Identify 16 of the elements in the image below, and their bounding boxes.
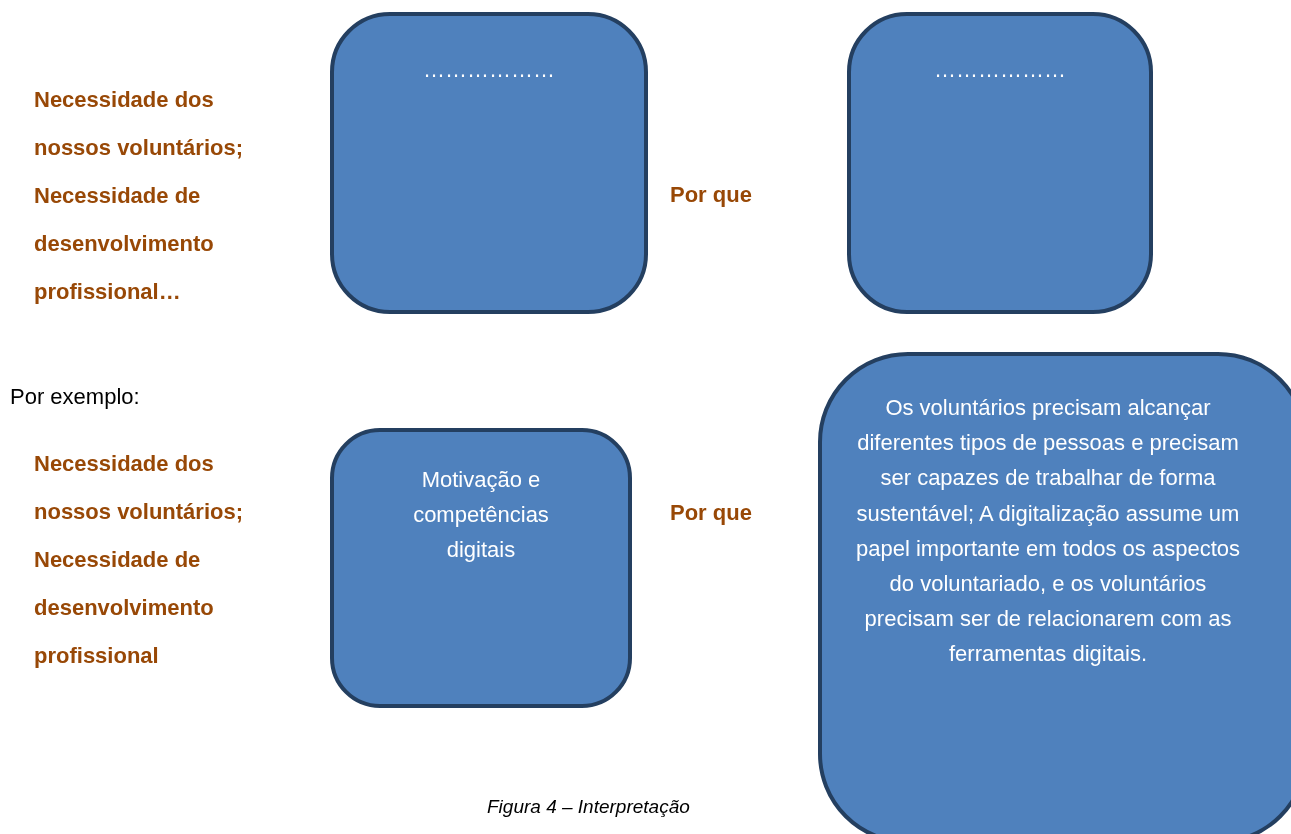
box-text: ……………… bbox=[934, 56, 1066, 84]
rounded-box bbox=[847, 12, 1153, 314]
requirement-text: Necessidade de desenvolvimento profissional… bbox=[34, 182, 215, 306]
box-text: Os voluntários precisam alcançar diferentes tipos de pessoas e precisam ser capazes de trabalhar de forma sustentável; A digitalização assume um papel importante em todos os aspectos do voluntariado, e os voluntários precisam ser de relacionarem com as ferramentas digitais. bbox=[855, 394, 1241, 669]
box-text: ……………… bbox=[423, 56, 555, 84]
requirement-text: Necessidade dos nossos voluntários; bbox=[34, 450, 245, 526]
rounded-box bbox=[330, 12, 648, 314]
requirement-text: Necessidade dos nossos voluntários; bbox=[34, 86, 245, 162]
example-heading: Por exemplo: bbox=[10, 384, 140, 410]
rounded-box bbox=[818, 352, 1291, 834]
rounded-box bbox=[330, 428, 632, 708]
why-label: Por que bbox=[670, 500, 752, 526]
why-label: Por que bbox=[670, 182, 752, 208]
requirement-text: Necessidade de desenvolvimento profissional bbox=[34, 546, 215, 670]
box-text: Motivação e competências digitais bbox=[412, 466, 550, 565]
figure-caption: Figura 4 – Interpretação bbox=[487, 796, 690, 818]
